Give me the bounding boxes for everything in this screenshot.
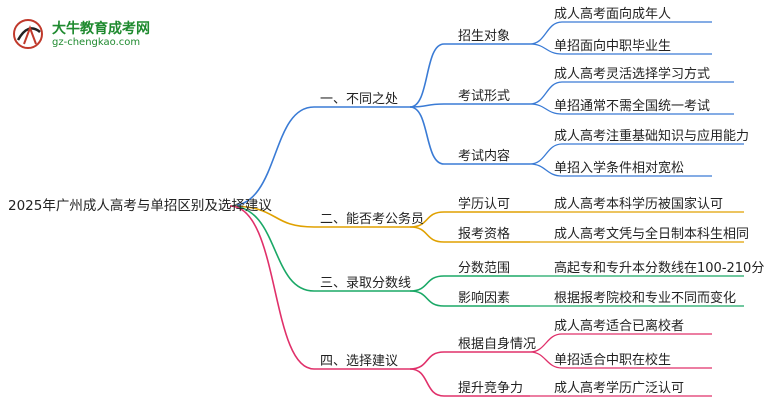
branch-to-topic-connector <box>409 43 445 108</box>
topic-to-leaf-connector <box>529 43 563 55</box>
leaf-label: 成人高考注重基础知识与应用能力 <box>554 129 750 144</box>
leaf-label: 成人高考面向成年人 <box>554 7 672 22</box>
leaf-label: 成人高考适合已离校者 <box>554 319 685 334</box>
root-to-branch-connector <box>229 205 315 292</box>
topic-label: 报考资格 <box>458 227 511 242</box>
root-to-branch-connector <box>229 205 315 370</box>
topic-label: 分数范围 <box>458 261 511 276</box>
logo: 大牛教育成考网 gz-chengkao.com <box>4 14 174 54</box>
logo-mark-icon <box>13 19 43 49</box>
leaf-label: 成人高考学历广泛认可 <box>554 381 685 396</box>
topic-to-leaf-connector <box>529 143 563 165</box>
leaf-label: 单招面向中职毕业生 <box>554 39 672 54</box>
leaf-label: 单招适合中职在校生 <box>554 353 672 368</box>
branch-advice: 四、选择建议 <box>320 354 399 369</box>
branch-to-topic-connector <box>409 106 445 165</box>
topic-to-leaf-connector <box>529 103 563 115</box>
leaf-label: 成人高考本科学历被国家认可 <box>554 197 724 212</box>
topic-label: 影响因素 <box>458 291 511 306</box>
topic-label: 考试形式 <box>458 89 511 104</box>
branch-to-topic-connector <box>409 226 445 243</box>
topic-to-leaf-connector <box>529 21 563 45</box>
mind-map-root: 2025年广州成人高考与单招区别及选择建议 <box>8 198 272 214</box>
topic-label: 招生对象 <box>458 29 511 44</box>
leaf-label: 成人高考灵活选择学习方式 <box>554 67 711 82</box>
leaf-label: 成人高考文凭与全日制本科生相同 <box>554 227 750 242</box>
leaf-label: 单招入学条件相对宽松 <box>554 161 685 176</box>
branch-to-topic-connector <box>409 368 445 397</box>
topic-label: 根据自身情况 <box>458 337 537 352</box>
topic-to-leaf-connector <box>529 351 563 369</box>
topic-label: 提升竞争力 <box>458 381 524 396</box>
leaf-label: 根据报考院校和专业不同而变化 <box>554 291 737 306</box>
branch-civil-service: 二、能否考公务员 <box>320 212 425 227</box>
topic-to-leaf-connector <box>529 81 563 105</box>
topic-label: 考试内容 <box>458 149 511 164</box>
root-to-branch-connector <box>229 205 315 228</box>
leaf-label: 单招通常不需全国统一考试 <box>554 99 711 114</box>
branch-to-topic-connector <box>409 351 445 370</box>
logo-brand-text: 大牛教育成考网 <box>52 21 150 37</box>
topic-to-leaf-connector <box>529 163 563 177</box>
topic-label: 学历认可 <box>458 197 511 212</box>
topic-to-leaf-connector <box>529 333 563 353</box>
logo-site-text: gz-chengkao.com <box>52 37 141 48</box>
leaf-label: 高起专和专升本分数线在100-210分 <box>554 261 764 276</box>
branch-admission-score: 三、录取分数线 <box>320 276 412 291</box>
branch-to-topic-connector <box>409 103 445 108</box>
branch-to-topic-connector <box>409 275 445 292</box>
branch-differences: 一、不同之处 <box>320 92 399 107</box>
root-to-branch-connector <box>229 106 315 207</box>
branch-to-topic-connector <box>409 290 445 307</box>
